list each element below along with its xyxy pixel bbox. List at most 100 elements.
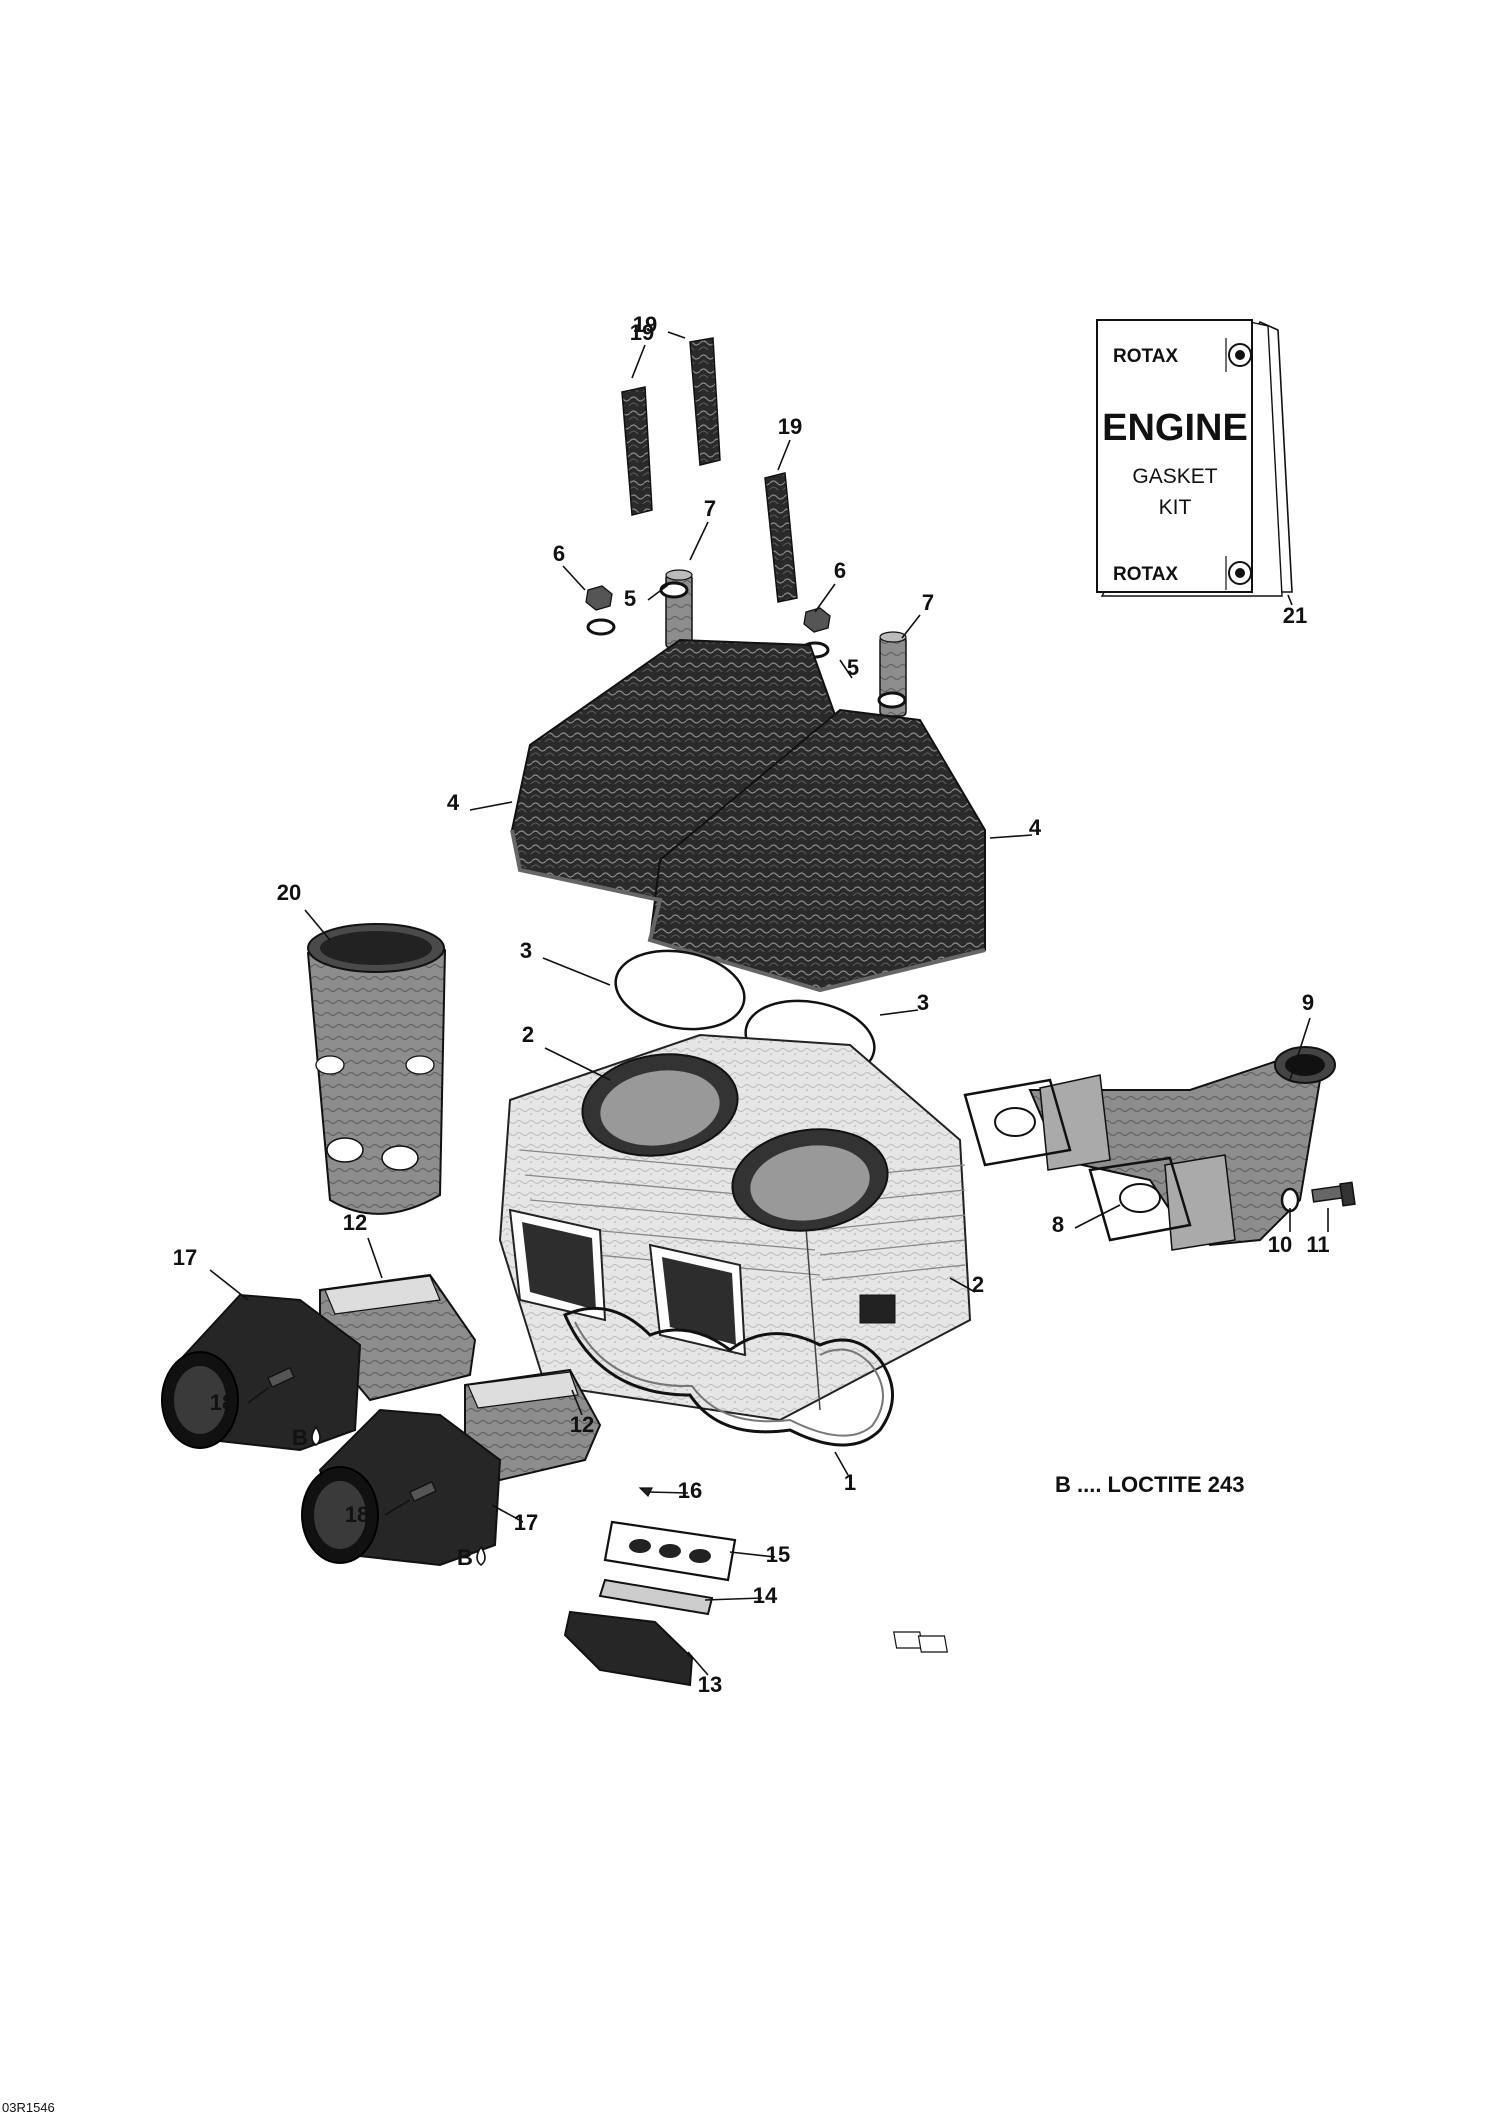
callout-14: 14	[704, 1583, 778, 1608]
reed-cage-13	[563, 1610, 948, 1687]
callout-6: 6	[553, 541, 586, 591]
callout-number: 7	[922, 590, 934, 615]
washer-5-d	[877, 691, 907, 709]
callout-number: 20	[277, 880, 301, 905]
loctite-letter: B	[457, 1545, 473, 1570]
callout-leader	[647, 584, 669, 601]
callout-number: 19	[633, 312, 657, 337]
callout-4: 4	[989, 815, 1042, 840]
kit-brand-top: ROTAX	[1113, 346, 1178, 367]
callout-5: 5	[839, 655, 859, 680]
nut-6-b	[803, 607, 831, 633]
exhaust-gaskets-8	[963, 1078, 1192, 1242]
callout-number: 19	[778, 414, 802, 439]
o-ring-3-a	[614, 949, 746, 1031]
callout-9: 9	[1289, 990, 1314, 1081]
callout-leader	[209, 1269, 249, 1301]
callout-leader	[989, 834, 1033, 839]
exhaust-gasket-8-a	[963, 1078, 1072, 1167]
loctite-marker: B	[292, 1425, 321, 1450]
callout-number: 6	[553, 541, 565, 566]
washer-5-a	[586, 618, 616, 636]
callout-leader	[949, 1277, 976, 1293]
callout-leader	[631, 344, 646, 379]
loctite-note: B .... LOCTITE 243	[1055, 1472, 1244, 1497]
callout-leader	[544, 1047, 611, 1081]
sleeve-19-c	[764, 472, 798, 603]
callout-8: 8	[1052, 1204, 1121, 1237]
callout-number: 14	[753, 1583, 778, 1608]
callout-number: 1	[844, 1470, 856, 1495]
cylinder-liner-20	[306, 923, 447, 1215]
intake-manifolds-17	[161, 1293, 502, 1567]
screw-18-b	[409, 1480, 437, 1502]
figure-code: 03R1546	[2, 2100, 55, 2115]
callout-5: 5	[624, 584, 669, 611]
callout-leader	[834, 1451, 849, 1476]
callout-leader	[777, 439, 791, 471]
callout-leader	[491, 1504, 524, 1523]
callout-number: 7	[704, 496, 716, 521]
callout-19: 19	[630, 320, 654, 379]
sleeve-19-a	[621, 386, 653, 516]
callout-leader	[571, 1389, 583, 1416]
callout-leader	[1287, 594, 1293, 606]
callout-3: 3	[520, 938, 611, 986]
callout-number: 6	[834, 558, 846, 583]
callout-11: 11	[1306, 1208, 1330, 1257]
sleeve-parts	[621, 337, 798, 603]
callout-leader	[367, 1237, 383, 1279]
washer-5-b	[659, 581, 689, 599]
droplet-icon	[476, 1545, 486, 1567]
callout-number: 10	[1268, 1232, 1292, 1257]
callout-number: 4	[447, 790, 460, 815]
callout-1: 1	[834, 1451, 856, 1495]
callout-number: 17	[514, 1510, 538, 1535]
callout-leader	[667, 331, 686, 339]
callout-21: 21	[1283, 594, 1307, 628]
callout-17: 17	[491, 1504, 538, 1535]
callout-leader	[879, 1009, 919, 1016]
callout-leader	[814, 583, 836, 613]
exhaust-manifold-9	[1028, 1046, 1336, 1251]
callout-number: 18	[210, 1390, 234, 1415]
callout-number: 19	[630, 320, 654, 345]
bolt-11	[1311, 1181, 1356, 1207]
callout-number: 15	[766, 1542, 790, 1567]
callout-12: 12	[570, 1389, 594, 1437]
kit-title: ENGINE	[1102, 407, 1248, 449]
callout-2: 2	[949, 1272, 984, 1297]
screws-18	[267, 1366, 437, 1502]
callout-13: 13	[687, 1651, 722, 1697]
callout-2: 2	[522, 1022, 611, 1081]
reed-petal-14	[598, 1578, 714, 1616]
kit-brand-bottom: ROTAX	[1113, 564, 1178, 585]
callout-number: 4	[1029, 815, 1042, 840]
callout-10: 10	[1268, 1208, 1292, 1257]
cylinder-heads	[510, 638, 986, 993]
kit-line-1: GASKET	[1132, 465, 1217, 488]
callout-number: 8	[1052, 1212, 1064, 1237]
callout-number: 12	[343, 1210, 367, 1235]
callout-leader	[1074, 1204, 1121, 1229]
callout-12: 12	[343, 1210, 383, 1279]
screw-18-a	[267, 1366, 295, 1388]
callout-number: 9	[1302, 990, 1314, 1015]
loctite-letter: B	[292, 1425, 308, 1450]
callout-15: 15	[729, 1542, 790, 1567]
callout-20: 20	[277, 880, 331, 941]
callout-7: 7	[689, 496, 716, 561]
callout-number: 5	[847, 655, 859, 680]
nut-6-a	[585, 585, 613, 611]
callout-19: 19	[633, 312, 686, 339]
reed-stopper-15	[603, 1520, 737, 1582]
callout-leader	[384, 1499, 411, 1516]
callout-number: 18	[345, 1502, 369, 1527]
callout-number: 17	[173, 1245, 197, 1270]
callout-leader	[647, 1491, 689, 1494]
callout-7: 7	[901, 590, 934, 639]
callout-number: 12	[570, 1412, 594, 1437]
callout-19: 19	[777, 414, 802, 471]
gasket-kit-21: ROTAX ENGINE GASKET KIT ROTAX	[1096, 319, 1293, 597]
callout-number: 16	[678, 1478, 702, 1503]
